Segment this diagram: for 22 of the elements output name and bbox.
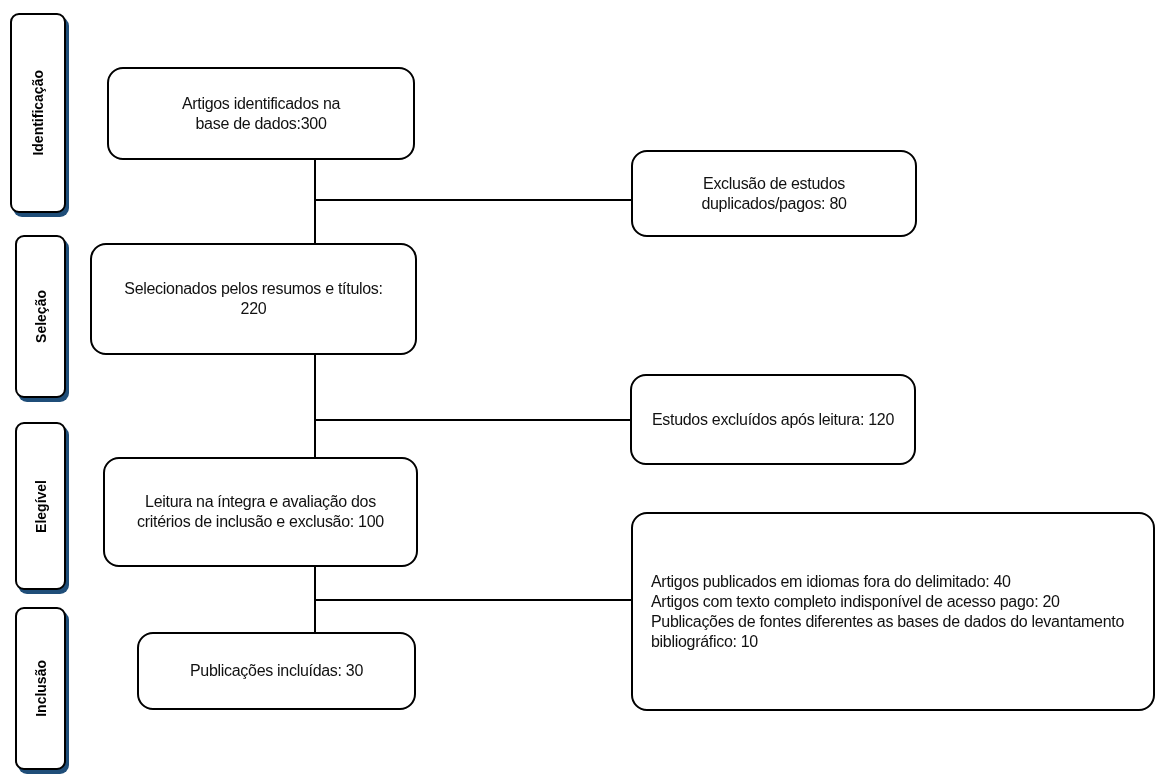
connector-line (314, 159, 632, 201)
stage-label: Seleção (32, 290, 49, 343)
box-text: Artigos publicados em idiomas fora do delimitado: 40 (651, 571, 1011, 592)
connector-line (314, 566, 632, 601)
box-text: Leitura na íntegra e avaliação dos critérios de inclusão e exclusão: 100 (136, 492, 385, 532)
box-text: Publicações de fontes diferentes as bases de dados do levantamento bibliográfico: 10 (651, 611, 1125, 652)
process-box (631, 512, 1155, 711)
process-box (137, 632, 416, 710)
process-box (107, 67, 415, 160)
stage-label: Elegível (32, 479, 49, 533)
stage-label: Identificação (30, 70, 46, 156)
box-text: Exclusão de estudos duplicados/pagos: 80 (700, 173, 848, 214)
box-text: Estudos excluídos após leitura: 120 (651, 409, 895, 430)
box-text: Publicações incluídas: 30 (189, 661, 364, 681)
process-box (90, 243, 417, 355)
process-box (631, 150, 917, 237)
process-box (103, 457, 418, 567)
process-box (630, 374, 916, 465)
box-text: Selecionados pelos resumos e títulos: 220 (123, 279, 384, 319)
box-text: Artigos identificados na base de dados:300 (180, 93, 342, 134)
box-text: Artigos com texto completo indisponível de acesso pago: 20 (651, 591, 1060, 612)
stage-label: Inclusão (32, 660, 49, 717)
